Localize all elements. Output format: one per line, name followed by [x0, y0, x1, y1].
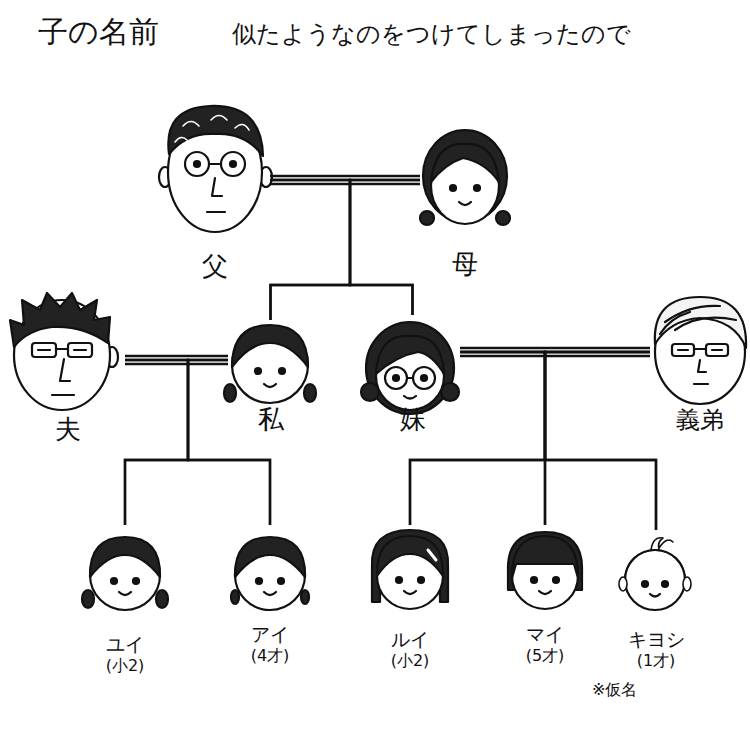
- age-label: (4才): [251, 646, 290, 665]
- baby-face: [619, 538, 691, 610]
- person-node: ルイ(小2): [370, 525, 450, 670]
- person-name: マイ: [526, 623, 564, 646]
- diagram-title: 子の名前: [38, 14, 159, 50]
- subtitle-note: 似たようなのをつけてしまったので: [232, 20, 631, 49]
- person-node: ユイ(小2): [85, 525, 165, 675]
- father-face: [159, 106, 272, 232]
- footnote: ※仮名: [592, 680, 637, 699]
- mother-face: [420, 130, 510, 225]
- person-node: キヨシ(1才): [618, 530, 694, 670]
- descent-line: [410, 352, 545, 525]
- person-name: ルイ: [391, 628, 429, 651]
- sister-face: [361, 322, 459, 414]
- brother-in-law-face: [655, 297, 746, 404]
- age-label: (5才): [526, 646, 565, 665]
- person-name: 義弟: [676, 406, 724, 435]
- descent-line: [270, 180, 350, 320]
- person-name: 妹: [400, 404, 426, 435]
- descent-line: [125, 360, 270, 525]
- child-face: [231, 537, 309, 610]
- child-face: [82, 537, 168, 610]
- person-node: 夫: [10, 295, 125, 445]
- person-name: 私: [258, 404, 284, 435]
- person-name: 母: [452, 249, 478, 280]
- husband-face: [10, 293, 118, 410]
- person-node: 父: [160, 105, 270, 282]
- person-name: ユイ: [106, 633, 144, 656]
- descent-line: [270, 180, 413, 315]
- person-name: キヨシ: [628, 628, 685, 651]
- person-node: マイ(5才): [505, 525, 585, 665]
- person-name: 夫: [55, 414, 81, 445]
- descent-line: [545, 352, 656, 530]
- descent-line: [460, 352, 545, 525]
- person-node: 義弟: [650, 295, 750, 435]
- person-name: 父: [202, 251, 228, 282]
- person-name: アイ: [251, 623, 289, 646]
- child-face: [508, 532, 582, 609]
- descent-line: [545, 352, 650, 525]
- descent-line: [125, 360, 228, 525]
- person-node: 母: [420, 125, 510, 280]
- descent-line: [350, 180, 420, 315]
- age-label: (小2): [391, 651, 430, 670]
- person-node: 妹: [365, 315, 460, 435]
- me-face: [224, 325, 316, 403]
- descent-line: [460, 352, 656, 530]
- descent-line: [271, 180, 421, 320]
- person-node: 私: [228, 320, 313, 435]
- age-label: (1才): [637, 651, 676, 670]
- descent-line: [125, 360, 188, 525]
- descent-line: [188, 360, 270, 525]
- descent-line: [410, 352, 650, 525]
- person-node: アイ(4才): [230, 525, 310, 665]
- child-face: [372, 530, 448, 609]
- age-label: (小2): [106, 656, 145, 675]
